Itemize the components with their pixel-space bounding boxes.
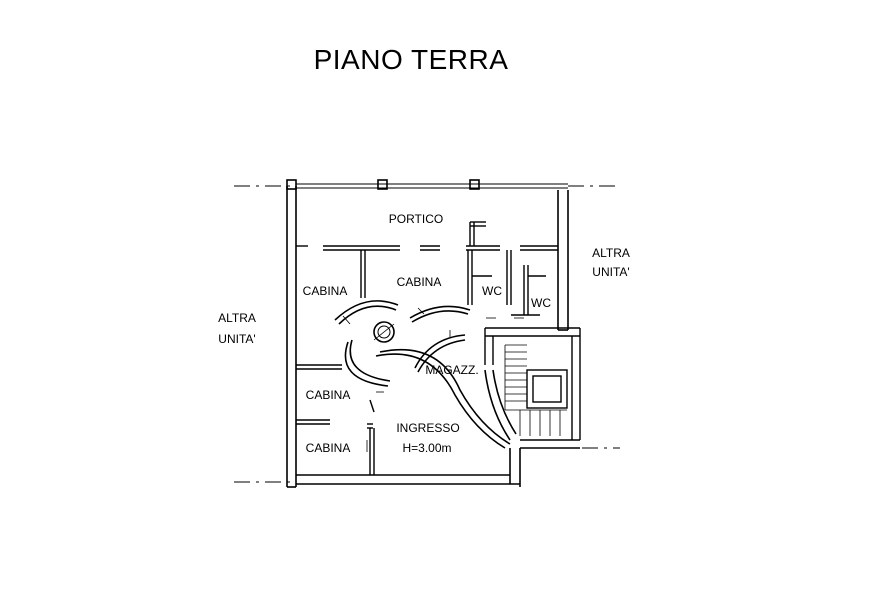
neighbor-label-right-line2: UNITA' <box>592 265 629 279</box>
door-marks <box>342 307 524 452</box>
room-label-cabina-4: CABINA <box>306 441 351 455</box>
neighbor-label-left-line2: UNITA' <box>218 332 255 346</box>
stair-treads <box>504 344 567 436</box>
boundary-lines <box>234 185 620 483</box>
curved-walls <box>334 300 517 449</box>
exterior-walls <box>286 179 580 488</box>
room-label-cabina-1: CABINA <box>303 284 348 298</box>
room-label-ingresso: INGRESSO <box>396 421 459 435</box>
room-label-wc-1: WC <box>482 284 502 298</box>
room-label-cabina-3: CABINA <box>306 388 351 402</box>
neighbor-label-left-line1: ALTRA <box>218 311 256 325</box>
room-label-portico: PORTICO <box>389 212 443 226</box>
central-column <box>373 321 395 343</box>
room-label-cabina-2: CABINA <box>397 275 442 289</box>
room-label-ingresso-height: H=3.00m <box>402 441 451 455</box>
neighbor-label-right-line1: ALTRA <box>592 246 630 260</box>
page-title: PIANO TERRA <box>313 44 509 75</box>
room-label-magazzino: MAGAZZ. <box>425 363 478 377</box>
interior-walls <box>296 221 581 475</box>
room-label-wc-2: WC <box>531 296 551 310</box>
